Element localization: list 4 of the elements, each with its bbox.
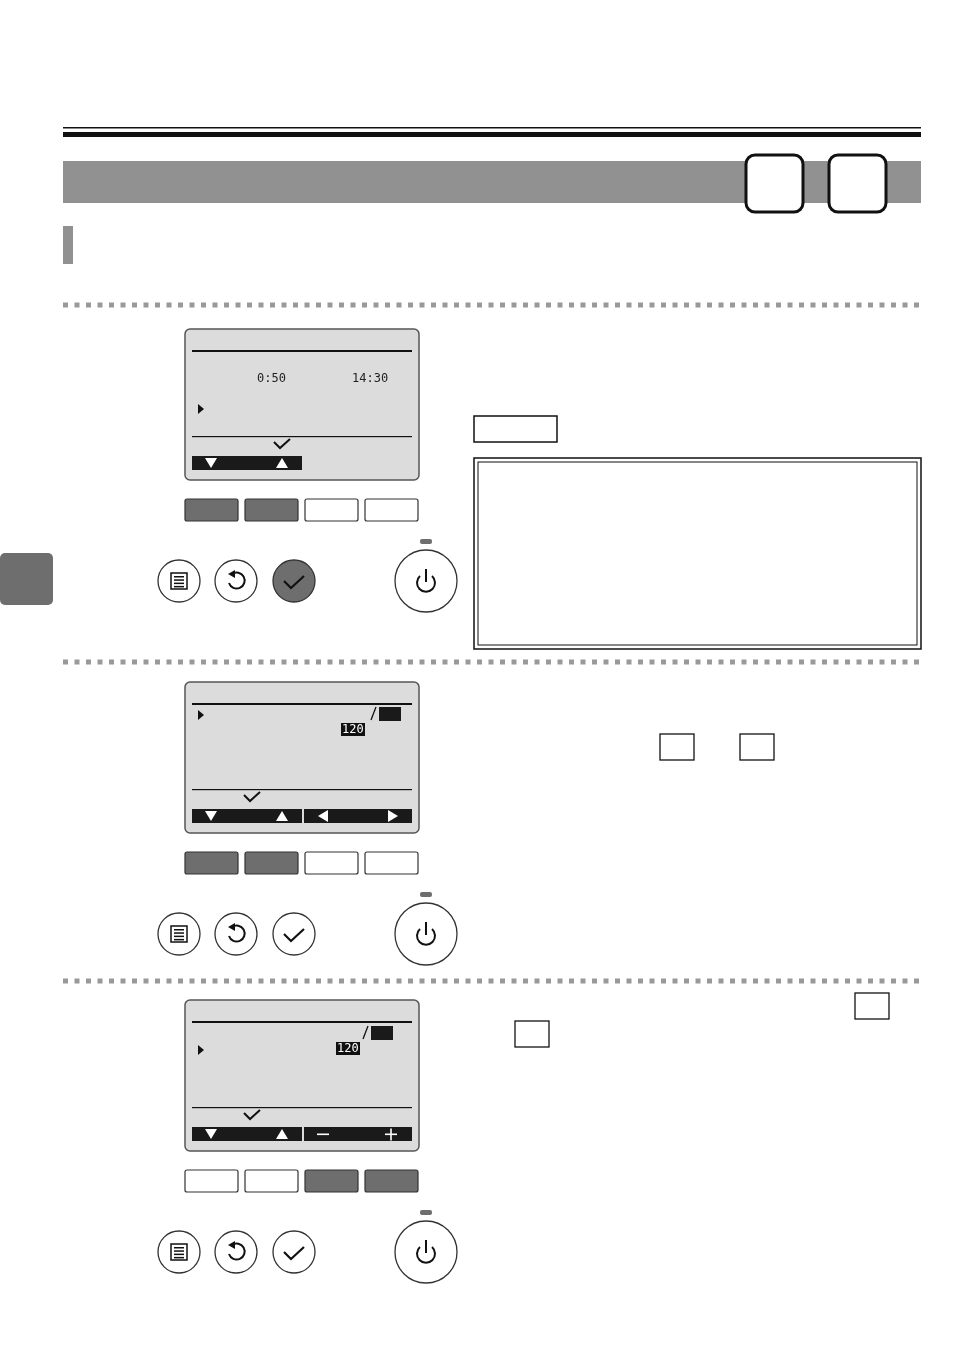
time-value: 0:50	[257, 372, 286, 385]
highlighted-value: 120	[341, 723, 365, 736]
time-value: 14:30	[352, 372, 389, 385]
highlighted-value: 120	[336, 1042, 360, 1055]
